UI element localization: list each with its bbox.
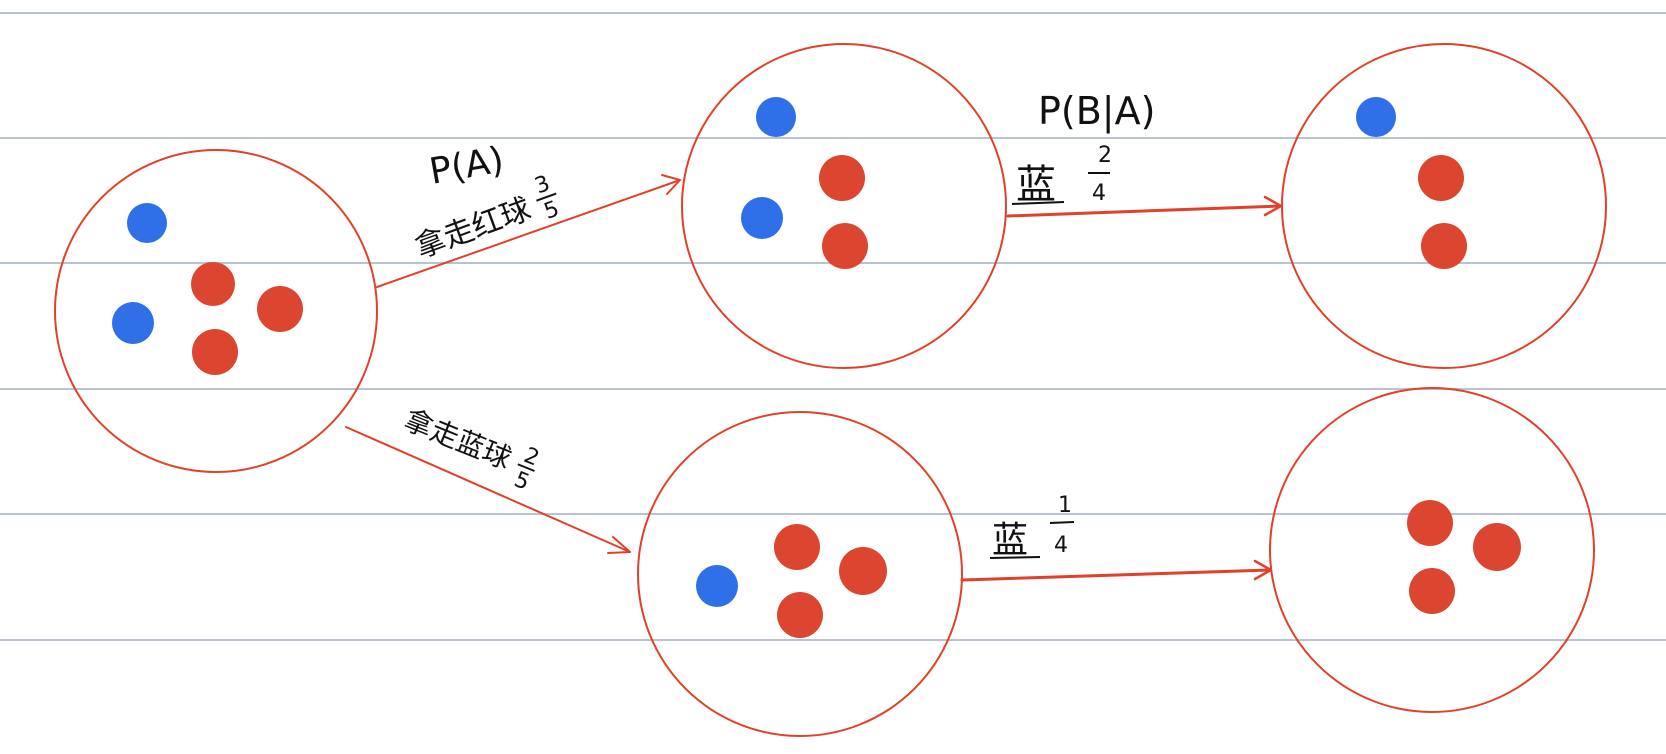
red-ball (819, 155, 865, 201)
arrow-take-red (376, 174, 681, 288)
fraction-bar (1049, 521, 1075, 524)
red-ball (1418, 155, 1464, 201)
blue-ball (1356, 97, 1396, 137)
red-ball (774, 524, 820, 570)
arrows (345, 174, 1283, 582)
label-p-b-given-a: P(B|A) (1038, 89, 1155, 134)
label-take-red: 拿走红球 3 5 (411, 171, 563, 266)
blue-ball (112, 302, 154, 344)
label-blue-bottom-text: 蓝 (992, 520, 1028, 561)
label-take-blue-denominator: 5 (510, 467, 532, 495)
labels: P(A) 拿走红球 3 5 P(B|A) 蓝 2 4 拿走蓝球 2 5 蓝 (400, 89, 1156, 561)
urn-start-balls (112, 203, 303, 375)
urn-after-blue-blue (1269, 387, 1595, 713)
label-take-blue-text: 拿走蓝球 (400, 403, 516, 476)
underline (989, 556, 1041, 559)
underline (1011, 201, 1065, 205)
label-blue-bottom: 蓝 1 4 (989, 493, 1075, 561)
ruled-lines (0, 12, 1666, 641)
red-ball (192, 329, 238, 375)
label-blue-top-text: 蓝 (1016, 162, 1056, 208)
blue-ball (741, 197, 783, 239)
red-ball (1473, 523, 1521, 571)
blue-ball (696, 565, 738, 607)
fraction-bar (536, 192, 557, 202)
red-ball (777, 592, 823, 638)
label-p-a: P(A) (426, 140, 506, 193)
label-blue-bottom-denominator: 4 (1054, 533, 1068, 558)
blue-ball (127, 203, 167, 243)
red-ball (839, 547, 887, 595)
arrow-bottom-blue (960, 559, 1273, 582)
blue-ball (756, 97, 796, 137)
red-ball (1421, 223, 1467, 269)
label-blue-bottom-numerator: 1 (1058, 493, 1072, 518)
label-take-red-denominator: 5 (541, 196, 563, 224)
urn-after-blue (637, 411, 963, 737)
label-blue-top-denominator: 4 (1092, 181, 1106, 206)
urn-after-red-balls (741, 97, 868, 269)
red-ball (822, 223, 868, 269)
urn-start (54, 149, 378, 473)
label-blue-top: 蓝 2 4 (1011, 143, 1112, 208)
arrow-top-blue (1006, 195, 1283, 218)
red-ball (191, 262, 235, 306)
red-ball (1407, 500, 1453, 546)
red-ball (257, 286, 303, 332)
label-blue-top-numerator: 2 (1098, 143, 1112, 168)
fraction-bar (517, 463, 535, 472)
red-ball (1409, 568, 1455, 614)
urn-after-red-blue (1281, 43, 1607, 369)
arrow-take-blue (345, 426, 631, 554)
urn-after-red-blue-balls (1356, 97, 1467, 269)
urn-after-blue-blue-balls (1407, 500, 1521, 614)
label-take-red-text: 拿走红球 (411, 192, 536, 266)
urn-after-blue-balls (696, 524, 887, 638)
urn-after-red (681, 43, 1007, 369)
